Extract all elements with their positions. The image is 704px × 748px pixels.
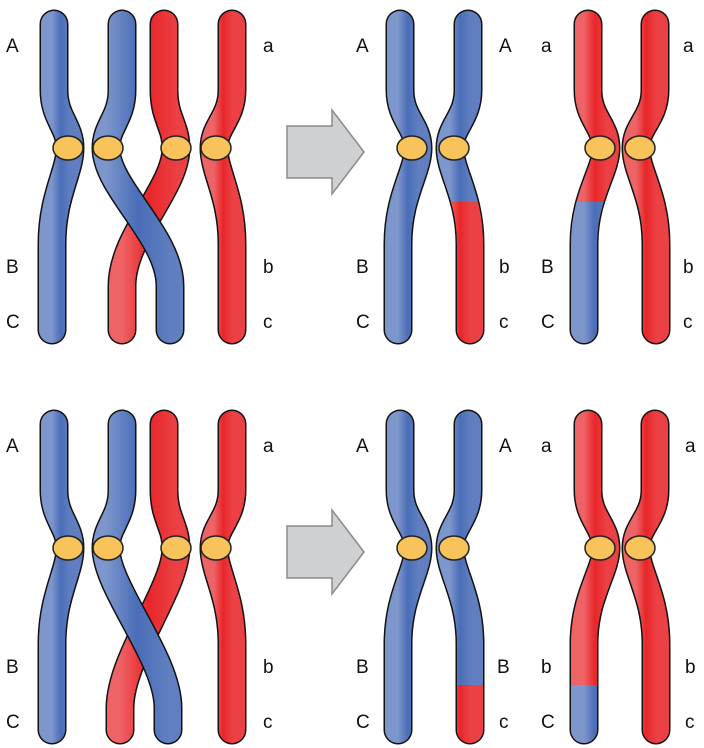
centromere (438, 535, 470, 561)
allele-label: b (683, 257, 694, 278)
allele-label: c (499, 312, 509, 333)
allele-label: C (356, 312, 370, 333)
allele-label: C (6, 712, 20, 733)
chromatid (435, 9, 485, 345)
allele-label: c (263, 312, 273, 333)
centromere (396, 135, 428, 161)
arrow-top (286, 107, 365, 197)
centromere (584, 535, 616, 561)
allele-label: a (541, 436, 552, 457)
allele-label: B (497, 657, 510, 678)
allele-label: A (356, 36, 369, 57)
allele-label: C (356, 712, 370, 733)
allele-label: C (541, 312, 555, 333)
chromatid (105, 409, 191, 745)
labels-bottom-right: A B C A B c a b C a b c (356, 436, 696, 733)
allele-label: A (6, 436, 19, 457)
allele-label: B (356, 657, 369, 678)
arrow-bottom (286, 507, 365, 597)
centromere (160, 135, 192, 161)
centromere (584, 135, 616, 161)
allele-label: B (6, 657, 19, 678)
allele-label: c (263, 712, 273, 733)
chromatid (199, 409, 247, 745)
centromere (92, 535, 124, 561)
allele-label: A (6, 36, 19, 57)
allele-label: A (499, 436, 512, 457)
allele-label: c (683, 312, 693, 333)
chromatid (569, 409, 621, 745)
allele-label: C (541, 712, 555, 733)
allele-label: a (541, 36, 552, 57)
centromere (438, 135, 470, 161)
chromatid (383, 409, 433, 745)
centromere (52, 535, 84, 561)
allele-label: A (499, 36, 512, 57)
chromatid (621, 409, 671, 745)
allele-label: B (541, 257, 554, 278)
chromatid (91, 409, 183, 745)
centromere (624, 135, 656, 161)
chromatid (91, 9, 185, 345)
centromere (624, 535, 656, 561)
chromatid (37, 9, 85, 345)
labels-top-left: A B C a b c (6, 36, 274, 333)
allele-label: A (356, 436, 369, 457)
centromere (52, 135, 84, 161)
labels-bottom-left: A B C a b c (6, 436, 274, 733)
chromatid (199, 9, 247, 345)
allele-label: b (263, 657, 274, 678)
allele-label: C (6, 312, 20, 333)
centromere (92, 135, 124, 161)
chromatid (435, 409, 485, 745)
centromere (160, 535, 192, 561)
allele-label: c (685, 712, 695, 733)
allele-label: b (499, 257, 510, 278)
chromatid (569, 9, 621, 345)
chromatid (621, 9, 671, 345)
allele-label: a (263, 36, 274, 57)
chromatids-layer (37, 9, 671, 745)
allele-label: a (683, 36, 694, 57)
allele-label: B (356, 257, 369, 278)
arrow-right-icon (286, 507, 365, 597)
chromatid (37, 409, 85, 745)
allele-label: b (263, 257, 274, 278)
centromere (200, 535, 232, 561)
allele-label: a (263, 436, 274, 457)
chromatid (383, 9, 433, 345)
centromere (200, 135, 232, 161)
labels-top-right: A B C A b c a B C a b c (356, 36, 694, 333)
allele-label: B (6, 257, 19, 278)
allele-label: a (685, 436, 696, 457)
arrow-right-icon (286, 107, 365, 197)
allele-label: c (499, 712, 509, 733)
allele-label: b (685, 657, 696, 678)
allele-label: b (541, 657, 552, 678)
centromere (396, 535, 428, 561)
